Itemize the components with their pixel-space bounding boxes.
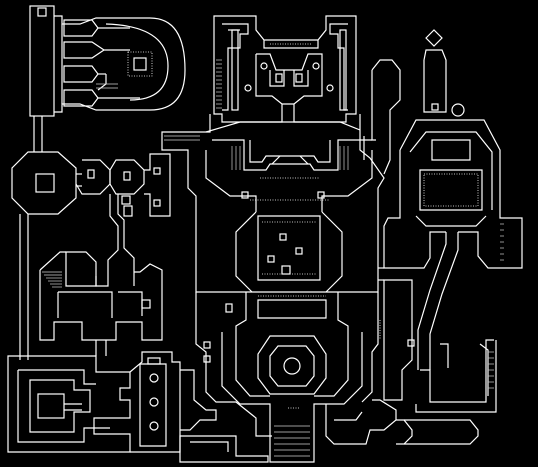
- southeast-area: [325, 279, 497, 445]
- west-octagon-room: [11, 151, 171, 360]
- central-north-fortress: [213, 15, 357, 123]
- southwest-complex: [7, 340, 269, 463]
- west-middle-area: [39, 194, 163, 341]
- west-stairs: [42, 271, 62, 288]
- central-hall-stairs: [164, 135, 349, 170]
- nw-pillar: [29, 5, 55, 117]
- east-connectors: [378, 267, 384, 340]
- east-wing: [363, 29, 523, 370]
- northwest-wing: [29, 5, 186, 152]
- central-hall: [161, 114, 385, 293]
- central-south-round-room: [195, 292, 379, 463]
